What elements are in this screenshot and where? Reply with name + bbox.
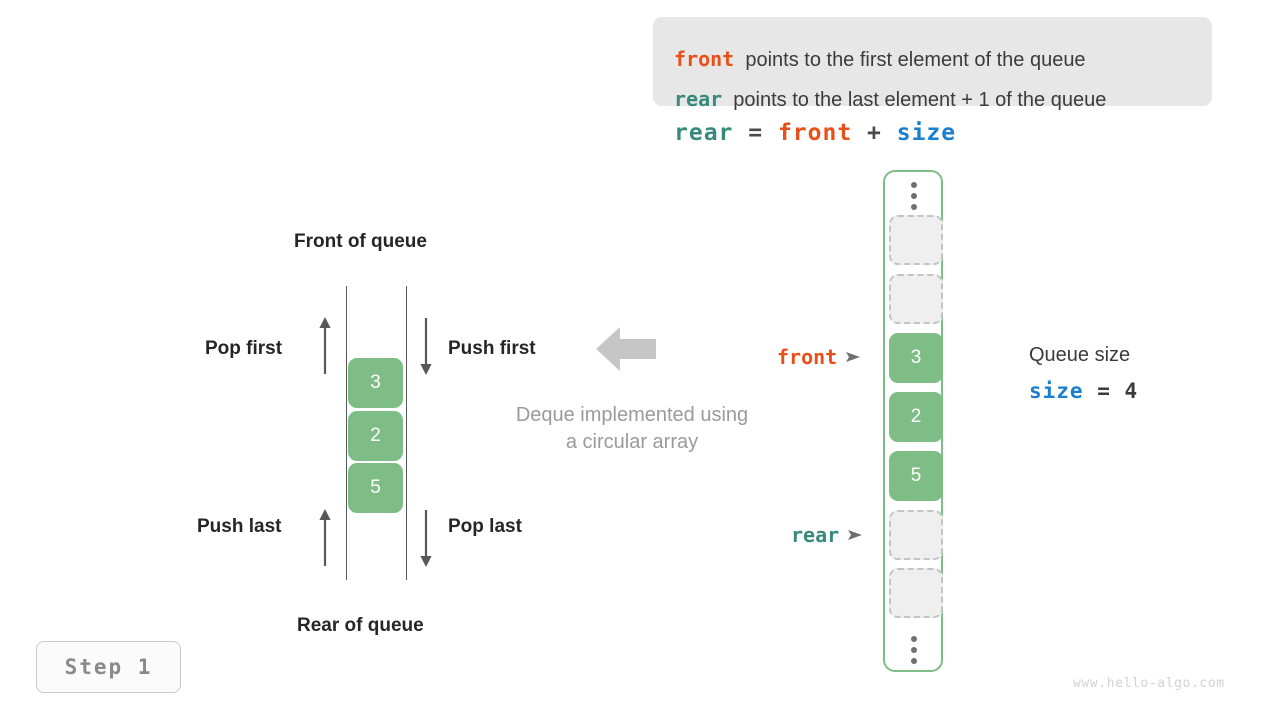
step-badge: Step 1 [36, 641, 181, 693]
label-push-last: Push last [197, 516, 282, 537]
arrow-right-pointer-icon [848, 529, 863, 541]
queue-size-var: size [1029, 379, 1084, 403]
pointer-rear: rear [791, 523, 863, 547]
watermark: www.hello-algo.com [1073, 676, 1225, 691]
front-of-queue-label: Front of queue [294, 231, 427, 252]
deque-rail-left [346, 286, 347, 580]
array-slot: 5 [889, 451, 943, 501]
legend-line-rear: rear points to the last element + 1 of t… [674, 87, 1106, 112]
array-slot [889, 274, 943, 324]
arrow-down-pop-last-icon [419, 508, 433, 568]
legend-term-rear: rear [674, 87, 723, 111]
deque-caption-line-1: Deque implemented using [515, 404, 749, 426]
legend-line-front: front points to the first element of the… [674, 47, 1086, 72]
queue-size-value: 4 [1124, 379, 1139, 403]
deque-cell: 2 [348, 411, 403, 461]
queue-size-equals: = [1083, 379, 1125, 403]
ellipsis-vertical-top-icon [911, 182, 918, 210]
arrow-right-pointer-icon [846, 351, 861, 363]
arrow-up-push-last-icon [318, 508, 332, 568]
rear-of-queue-label: Rear of queue [297, 615, 424, 636]
arrow-left-mapping-icon [596, 325, 656, 378]
label-push-first: Push first [448, 338, 536, 359]
ellipsis-vertical-bottom-icon [911, 636, 918, 664]
array-slot: 3 [889, 333, 943, 383]
legend-term-front: front [674, 47, 735, 71]
legend-text-front: points to the first element of the queue [745, 49, 1086, 71]
arrow-up-pop-first-icon [318, 316, 332, 376]
deque-caption: Deque implemented using a circular array [492, 402, 772, 456]
array-slot [889, 215, 943, 265]
formula-rear-equals-front-plus-size: rear = front + size [674, 120, 956, 146]
legend-box: front points to the first element of the… [653, 17, 1212, 111]
label-pop-first: Pop first [205, 338, 283, 359]
formula-equals: = [733, 120, 778, 146]
arrow-down-push-first-icon [419, 316, 433, 376]
deque-cell: 3 [348, 358, 403, 408]
pointer-front: front [777, 345, 861, 369]
formula-size: size [896, 120, 957, 146]
pointer-front-label: front [777, 345, 838, 369]
array-slot: 2 [889, 392, 943, 442]
array-slot [889, 510, 943, 560]
pointer-rear-label: rear [791, 523, 840, 547]
formula-plus: + [852, 120, 897, 146]
formula-rear: rear [674, 120, 734, 146]
deque-cell: 5 [348, 463, 403, 513]
label-pop-last: Pop last [448, 516, 522, 537]
deque-rail-right [406, 286, 407, 580]
queue-size-expression: size = 4 [1029, 379, 1138, 403]
legend-text-rear: points to the last element + 1 of the qu… [733, 89, 1107, 111]
deque-caption-line-2: a circular array [565, 431, 699, 453]
queue-size-title: Queue size [1029, 344, 1131, 366]
array-slot [889, 568, 943, 618]
formula-front: front [777, 120, 853, 146]
